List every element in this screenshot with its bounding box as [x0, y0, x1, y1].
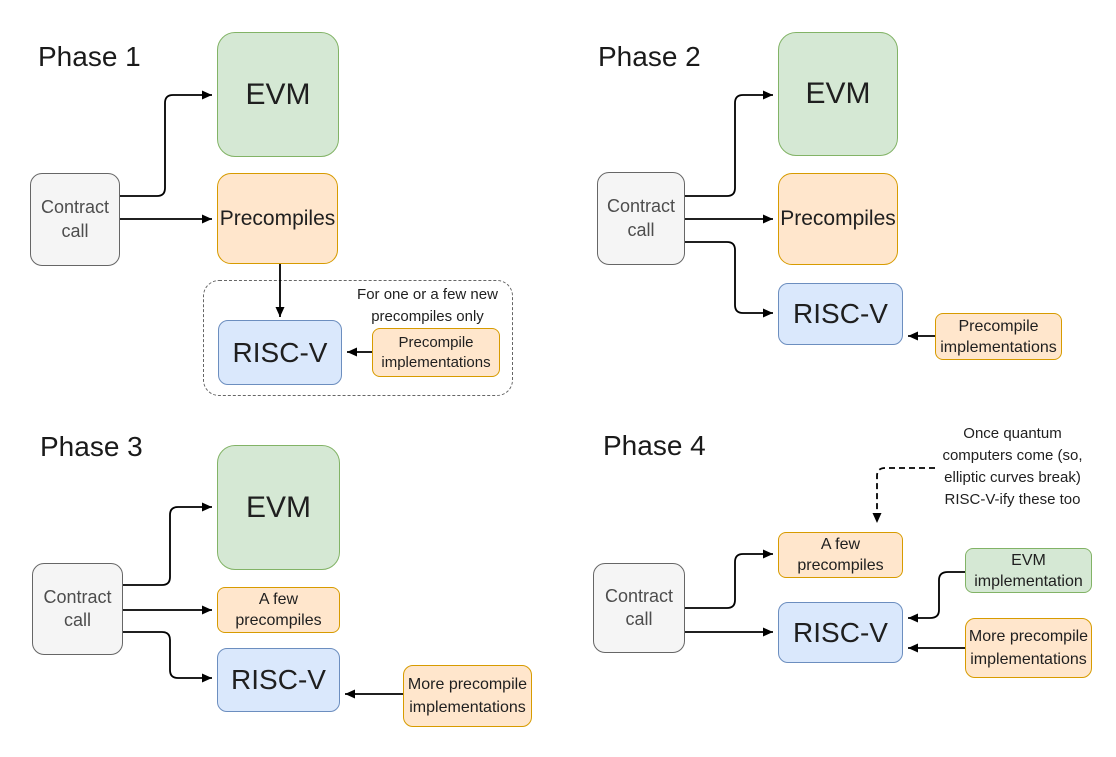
node-contract-call-p4: Contract call — [593, 563, 685, 653]
note-few-new-precompiles-p1: For one or a few new precompiles only — [357, 286, 498, 325]
note-quantum-p4: Once quantum computers come (so, ellipti… — [942, 425, 1083, 508]
node-few-precompiles-p4: A few precompiles — [778, 532, 903, 578]
arrow-contractcall-riscv-p3 — [123, 631, 212, 683]
node-precompiles-p1: Precompiles — [217, 173, 338, 264]
arrow-contractcall-fewprecompiles-p4 — [685, 549, 773, 609]
node-more-precompile-implementations-p4: More precompile implementations — [965, 618, 1092, 678]
node-few-precompiles-p3: A few precompiles — [217, 587, 340, 633]
node-evm-p2: EVM — [778, 32, 898, 156]
node-contract-call-p3: Contract call — [32, 563, 123, 655]
phase-3-title: Phase 3 — [40, 431, 143, 462]
arrow-contractcall-riscv-p2 — [685, 241, 773, 318]
node-riscv-p3: RISC-V — [217, 648, 340, 712]
node-riscv-p4: RISC-V — [778, 602, 903, 663]
phase-1-title: Phase 1 — [38, 41, 141, 72]
node-precompiles-p2: Precompiles — [778, 173, 898, 265]
node-riscv-p1: RISC-V — [218, 320, 342, 385]
node-contract-call-p1: Contract call — [30, 173, 120, 266]
node-evm-p1: EVM — [217, 32, 339, 157]
arrow-quantumnote-fewprecompiles-p4 — [872, 467, 935, 523]
node-precompile-implementations-p1: Precompile implementations — [372, 328, 500, 377]
node-more-precompile-implementations-p3: More precompile implementations — [403, 665, 532, 727]
node-evm-implementation-p4: EVM implementation — [965, 548, 1092, 593]
arrow-evmimpl-riscv-p4 — [908, 571, 965, 623]
node-evm-p3: EVM — [217, 445, 340, 570]
node-contract-call-p2: Contract call — [597, 172, 685, 265]
phase-4-title: Phase 4 — [603, 430, 706, 461]
dashed-container-p1 — [203, 280, 513, 396]
arrow-contractcall-evm-p2 — [685, 90, 773, 197]
node-riscv-p2: RISC-V — [778, 283, 903, 345]
arrow-contractcall-evm-p3 — [123, 502, 212, 586]
node-precompile-implementations-p2: Precompile implementations — [935, 313, 1062, 360]
arrow-contractcall-evm-p1 — [120, 90, 212, 197]
phase-2-title: Phase 2 — [598, 41, 701, 72]
